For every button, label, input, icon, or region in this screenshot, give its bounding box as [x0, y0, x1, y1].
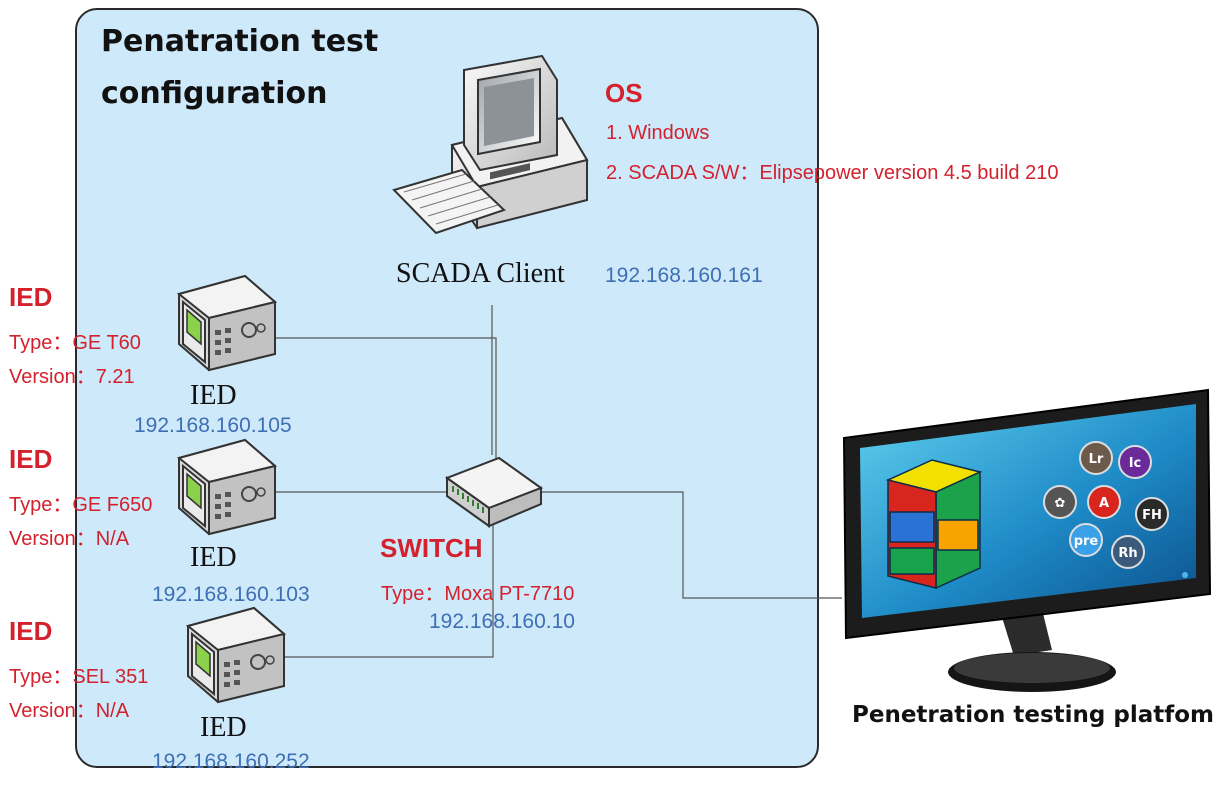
link-ied1-switch: [275, 337, 497, 462]
title-line-2: configuration: [101, 76, 328, 111]
switch-heading: SWITCH: [380, 533, 483, 563]
switch-ip: 192.168.160.10: [429, 610, 575, 633]
title-line-1: Penatration test: [101, 24, 379, 59]
ied-2-version: Version：N/A: [9, 528, 130, 550]
svg-text:Lr: Lr: [1089, 452, 1104, 467]
svg-text:pre: pre: [1074, 534, 1099, 549]
link-switch-platform: [541, 491, 842, 599]
ied-2-device-icon: [176, 438, 278, 536]
ied-3-device-icon: [185, 606, 287, 704]
ied-1-version: Version：7.21: [9, 366, 135, 388]
os-line-1: 1. Windows: [606, 122, 710, 144]
diagram-title: Penatration test configuration: [101, 16, 378, 120]
ied-3-heading: IED: [9, 616, 53, 646]
ied-2-label: IED: [190, 542, 237, 573]
ied-2-heading: IED: [9, 444, 53, 474]
svg-text:Rh: Rh: [1118, 546, 1137, 561]
monitor-icon: Lr Ic ✿ A FH pre Rh: [842, 388, 1212, 692]
computer-icon: [392, 54, 589, 235]
cube-graphic: [885, 459, 983, 590]
svg-text:A: A: [1099, 496, 1109, 511]
scada-ip: 192.168.160.161: [605, 264, 763, 287]
ied-3-type: Type：SEL 351: [9, 666, 149, 688]
svg-text:FH: FH: [1142, 508, 1162, 523]
scada-client-label: SCADA Client: [396, 258, 565, 289]
svg-text:Ic: Ic: [1129, 456, 1142, 471]
ied-1-heading: IED: [9, 282, 53, 312]
ied-3-ip: 192.168.160.252: [152, 750, 310, 773]
os-heading: OS: [605, 78, 643, 108]
platform-label: Penetration testing platfom: [852, 702, 1214, 728]
ied-3-label: IED: [200, 712, 247, 743]
ied-2-type: Type：GE F650: [9, 494, 153, 516]
svg-text:✿: ✿: [1055, 496, 1066, 511]
os-line-2: 2. SCADA S/W：Elipsepower version 4.5 bui…: [606, 162, 1059, 184]
app-icons: Lr Ic ✿ A FH pre Rh: [1043, 441, 1169, 569]
ied-3-version: Version：N/A: [9, 700, 130, 722]
ied-1-type: Type：GE T60: [9, 332, 141, 354]
link-ied3-switch: [285, 520, 494, 658]
switch-icon: [444, 456, 544, 528]
ied-1-ip: 192.168.160.105: [134, 414, 292, 437]
switch-type: Type：Moxa PT-7710: [381, 583, 575, 605]
ied-1-label: IED: [190, 380, 237, 411]
ied-1-device-icon: [176, 274, 278, 372]
ied-2-ip: 192.168.160.103: [152, 583, 310, 606]
